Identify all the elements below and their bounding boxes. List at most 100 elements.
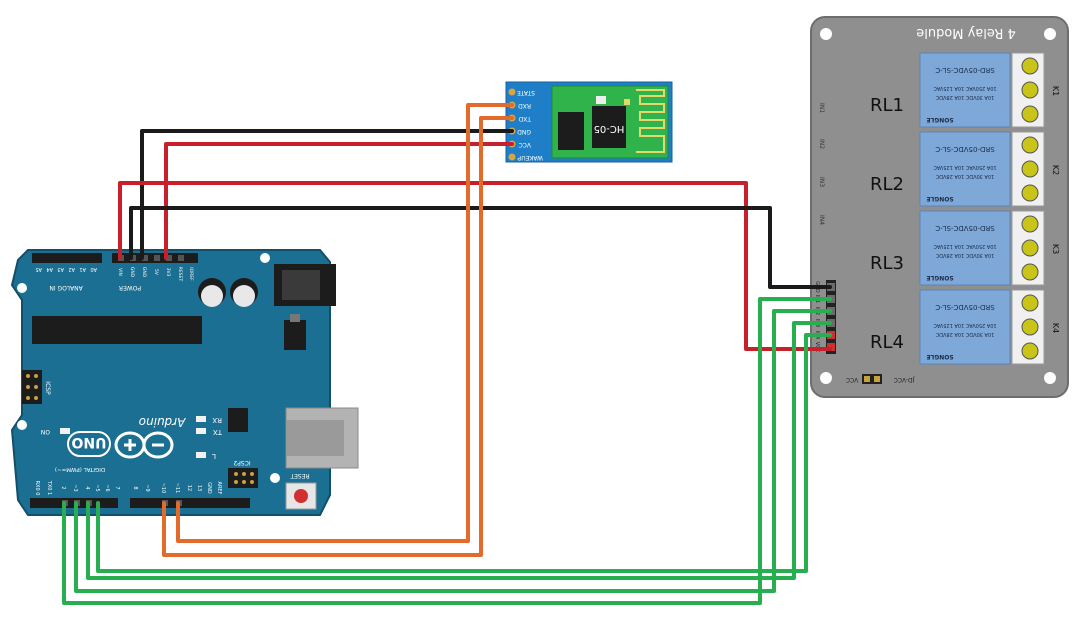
analog-pin-label: A3 bbox=[57, 266, 64, 272]
reset-button-cap[interactable] bbox=[294, 489, 308, 503]
on-label: ON bbox=[41, 428, 50, 435]
header-pin[interactable] bbox=[827, 343, 835, 351]
hc05-pin[interactable] bbox=[508, 153, 516, 161]
relay-1: SRD-05VDC-SL-C 10A 250VAC 10A 125VAC 10A… bbox=[818, 52, 1060, 128]
relay-rating: 10A 30VDC 10A 28VDC bbox=[935, 94, 994, 100]
analog-pin-label: A2 bbox=[68, 266, 75, 272]
digital-pin-label: 7 bbox=[114, 486, 120, 489]
header-pin[interactable] bbox=[142, 255, 148, 261]
voltage-regulator bbox=[284, 320, 306, 350]
icsp-pin bbox=[26, 385, 30, 389]
jumper-pin[interactable] bbox=[874, 376, 880, 382]
aref-label: AREF bbox=[216, 482, 222, 495]
capacitor-top bbox=[233, 285, 255, 307]
in-label: IN3 bbox=[818, 177, 825, 187]
relay-rating: 10A 250VAC 10A 125VAC bbox=[933, 322, 997, 328]
icsp2-pin bbox=[234, 472, 238, 476]
relay-label: RL4 bbox=[870, 332, 904, 353]
digital-pin-label: ~3 bbox=[72, 484, 78, 491]
relay-rating: 10A 30VDC 10A 28VDC bbox=[935, 173, 994, 179]
relay-3: SRD-05VDC-SL-C 10A 250VAC 10A 125VAC 10A… bbox=[818, 177, 1060, 286]
analog-pin-label: A0 bbox=[90, 266, 97, 272]
icsp2-header bbox=[228, 468, 258, 488]
power-pin-label: GND bbox=[141, 267, 147, 278]
k-label: K3 bbox=[1051, 244, 1060, 254]
screw-terminal bbox=[1021, 263, 1039, 281]
relay-rating: 10A 250VAC 10A 125VAC bbox=[933, 164, 997, 170]
l-led bbox=[196, 452, 206, 458]
digital-pin-label: TX0 1 bbox=[46, 480, 52, 495]
digital-pin-label: ~6 bbox=[104, 484, 110, 491]
icsp2-pin bbox=[250, 472, 254, 476]
relay-part: SRD-05VDC-SL-C bbox=[935, 303, 994, 311]
analog-pin-label: A5 bbox=[35, 266, 42, 272]
in-label: IN4 bbox=[818, 215, 825, 225]
jd-vcc-label: JD-VCC bbox=[894, 376, 916, 383]
wire-in3-relay bbox=[86, 321, 832, 580]
capacitor-top bbox=[201, 285, 223, 307]
screw-terminal bbox=[1021, 105, 1039, 123]
icsp2-pin bbox=[242, 472, 246, 476]
icsp2-pin bbox=[250, 480, 254, 484]
header-pin[interactable] bbox=[166, 255, 172, 261]
icsp2-pin bbox=[242, 480, 246, 484]
usb-port-inner bbox=[286, 420, 344, 456]
relay-rating: 10A 30VDC 10A 28VDC bbox=[935, 252, 994, 258]
relay-body bbox=[919, 131, 1011, 207]
digital-pin-label: 13 bbox=[196, 485, 202, 491]
icsp2-label: ICSP2 bbox=[233, 459, 250, 466]
icsp-pin bbox=[34, 385, 38, 389]
screw-terminal bbox=[1021, 184, 1039, 202]
digital-pin-label: RX0 0 bbox=[34, 481, 40, 496]
screw-terminal bbox=[1021, 136, 1039, 154]
header-pin[interactable] bbox=[178, 255, 184, 261]
analog-pin-label: A1 bbox=[79, 266, 86, 272]
digital-pin-label: ~5 bbox=[94, 484, 100, 491]
in-label: IN2 bbox=[818, 139, 825, 149]
k-label: K1 bbox=[1051, 86, 1060, 96]
relay-label: RL3 bbox=[870, 253, 904, 274]
wire-in4-relay bbox=[96, 333, 832, 573]
microcontroller-chip bbox=[32, 316, 202, 344]
digital-pin-label: 4 bbox=[84, 486, 90, 489]
digital-pin-label: ~10 bbox=[160, 483, 166, 494]
hc05-pin-label: RXD bbox=[518, 102, 531, 109]
hc05-pin[interactable] bbox=[508, 88, 516, 96]
vcc-label: VCC bbox=[846, 376, 858, 383]
wire-in1-relay bbox=[62, 297, 832, 605]
wire-in2-relay bbox=[74, 309, 832, 593]
relay-rating: 10A 30VDC 10A 28VDC bbox=[935, 331, 994, 337]
hc05-pin-label: VCC bbox=[519, 141, 531, 148]
mount-hole bbox=[17, 283, 27, 293]
header-pin[interactable] bbox=[154, 255, 160, 261]
regulator-tab bbox=[290, 314, 300, 322]
wires bbox=[62, 103, 832, 605]
wire-gnd-hc05 bbox=[140, 129, 514, 260]
mount-hole bbox=[260, 253, 270, 263]
relay-body bbox=[919, 210, 1011, 286]
usb-chip bbox=[228, 408, 248, 432]
digital-pin-label: 2 bbox=[60, 486, 66, 489]
k-label: K2 bbox=[1051, 165, 1060, 175]
ioref-label: IOREF bbox=[188, 267, 194, 281]
hc05-name: HC-05 bbox=[594, 123, 625, 134]
wire-vcc-hc05 bbox=[164, 142, 514, 260]
hc05-pin-label: STATE bbox=[517, 89, 535, 96]
relay-body bbox=[919, 52, 1011, 128]
power-pin-label: 3V3 bbox=[165, 268, 171, 277]
wire-txd-hc05 bbox=[162, 116, 514, 557]
relay-module: 4 Relay Module SRD-05VDC-SL-C 10A 250VAC… bbox=[810, 16, 1069, 398]
relay-label: RL2 bbox=[870, 174, 904, 195]
screw-terminal bbox=[1021, 318, 1039, 336]
screw-terminal bbox=[1021, 81, 1039, 99]
power-pin-label: RESET bbox=[177, 267, 183, 282]
relay-rating: 10A 250VAC 10A 125VAC bbox=[933, 85, 997, 91]
digital-header-high bbox=[130, 498, 250, 508]
mount-hole bbox=[17, 420, 27, 430]
icsp-pin bbox=[34, 374, 38, 378]
on-led bbox=[60, 428, 70, 434]
in-label: IN1 bbox=[818, 103, 825, 113]
jumper-pin[interactable] bbox=[864, 376, 870, 382]
gnd-label: GND bbox=[206, 482, 212, 494]
